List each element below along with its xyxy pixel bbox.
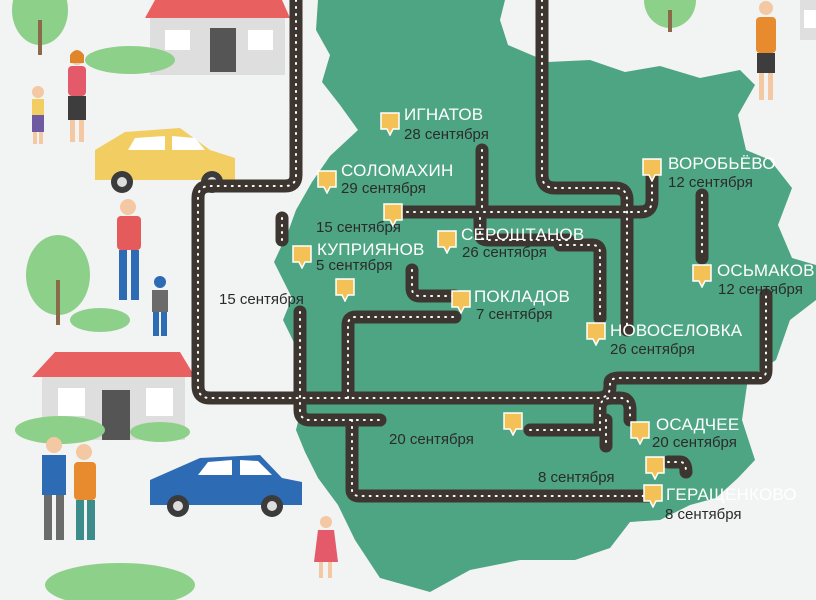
- map-pin-icon: [317, 170, 337, 194]
- map-pin-icon: [292, 245, 312, 269]
- settlement-name: НОВОСЕЛОВКА: [610, 321, 743, 340]
- map-pin-icon: [383, 203, 403, 227]
- bush-left: [85, 46, 175, 74]
- map-pin-icon: [692, 264, 712, 288]
- visit-date: 29 сентября: [341, 180, 426, 197]
- map-pin-icon: [380, 112, 400, 136]
- person-man-red: [117, 199, 141, 300]
- map-pin-icon: [643, 484, 663, 508]
- road: [405, 263, 462, 303]
- map-pin-icon: [503, 412, 523, 436]
- road: [661, 455, 693, 479]
- visit-date: 15 сентября: [219, 291, 304, 308]
- visit-date: 20 сентября: [652, 434, 737, 451]
- map-pin-icon: [437, 230, 457, 254]
- settlement-name: ОСЬМАКОВ: [717, 261, 815, 280]
- house-left: [15, 352, 195, 444]
- bush-bottom: [45, 563, 195, 600]
- map-pin-icon: [645, 456, 665, 480]
- settlement-name: КУПРИЯНОВ: [317, 240, 425, 259]
- map-pin-icon: [642, 158, 662, 182]
- blue-car: [150, 455, 302, 517]
- visit-date: 26 сентября: [610, 341, 695, 358]
- settlement-name: ГЕРАЩЕНКОВО: [666, 485, 797, 504]
- map-pin-icon: [451, 290, 471, 314]
- visit-date: 5 сентября: [316, 257, 393, 274]
- map-pin-icon: [586, 322, 606, 346]
- road-network: [191, 0, 773, 503]
- visit-date: 15 сентября: [316, 219, 401, 236]
- territory-area: [274, 0, 816, 592]
- settlement-name: ПОКЛАДОВ: [474, 287, 571, 306]
- road: [191, 0, 773, 405]
- person-couple: [42, 437, 96, 540]
- road: [523, 391, 637, 437]
- settlement-name: СОЛОМАХИН: [341, 161, 454, 180]
- person-child-blue: [152, 276, 168, 336]
- tree-mid-left: [26, 235, 130, 332]
- tree-top-right: [644, 0, 696, 32]
- visit-date: 12 сентября: [718, 281, 803, 298]
- person-girl: [314, 516, 338, 578]
- visit-date: 8 сентября: [538, 469, 615, 486]
- house-top-left: [145, 0, 290, 75]
- visit-date: 8 сентября: [665, 506, 742, 523]
- settlement-name: СЕРОШТАНОВ: [461, 225, 585, 244]
- visit-date: 12 сентября: [668, 174, 753, 191]
- visit-date: 28 сентября: [404, 126, 489, 143]
- visit-date: 20 сентября: [389, 431, 474, 448]
- person-woman-child: [32, 50, 86, 144]
- road: [553, 238, 607, 325]
- settlement-name: ИГНАТОВ: [404, 105, 484, 124]
- map-pin-icon: [630, 421, 650, 445]
- tree-top-left: [12, 0, 68, 55]
- window: [804, 10, 816, 28]
- visit-date: 26 сентября: [462, 244, 547, 261]
- visit-date: 7 сентября: [476, 306, 553, 323]
- map-pin-icon: [335, 278, 355, 302]
- settlement-name: ОСАДЧЕЕ: [656, 415, 740, 434]
- settlement-name: ВОРОБЬЁВО: [668, 154, 776, 173]
- person-woman-right: [756, 1, 776, 100]
